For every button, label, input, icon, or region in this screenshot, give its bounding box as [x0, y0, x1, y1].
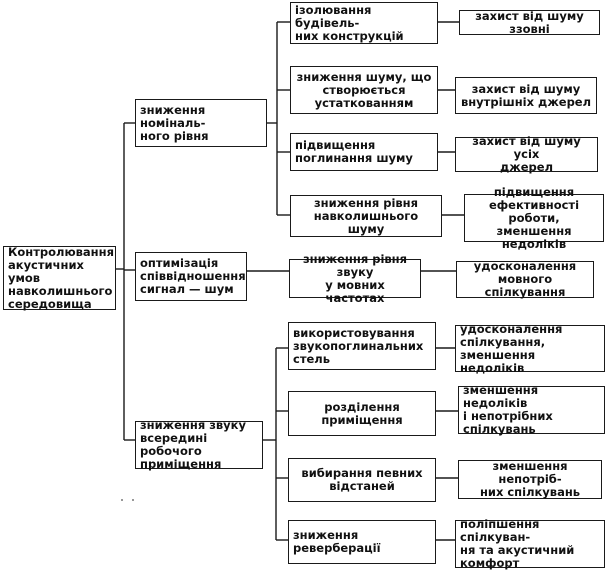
- result-node-label: зменшення непотріб- них спілкувань: [479, 459, 581, 499]
- result-node-label: захист від шуму усіх джерел: [472, 134, 581, 174]
- result-node-label: підвищення ефективності роботи, зменшенн…: [488, 184, 580, 251]
- root-node: Контролювання акустичних умов навколишнь…: [3, 244, 116, 311]
- method-node-label: зниження рівня навколишнього шуму: [313, 195, 419, 236]
- strategy-node: зниження номіналь- ного рівня: [135, 99, 267, 147]
- result-node: захист від шуму ззовні: [459, 8, 600, 36]
- result-node: підвищення ефективності роботи, зменшенн…: [464, 185, 604, 250]
- method-node-label: підвищення поглинання шуму: [295, 138, 413, 165]
- result-node-label: захист від шуму ззовні: [475, 8, 584, 36]
- method-node-label: зниження шуму, що створюється устаткован…: [296, 69, 432, 110]
- method-node: розділення приміщення: [288, 391, 436, 436]
- result-node-label: поліпшення спілкуван- ня та акустичний к…: [460, 517, 575, 570]
- method-node-label: зниження рівня звуку у мовних частотах: [303, 251, 407, 305]
- method-node: зниження реверберації: [288, 520, 436, 564]
- method-node-label: розділення приміщення: [321, 399, 403, 427]
- method-node: зниження рівня звуку у мовних частотах: [289, 252, 421, 304]
- method-node-label: використовування звукопоглинальних стель: [293, 325, 424, 366]
- result-node: зменшення недоліків і непотрібних спілку…: [458, 383, 605, 436]
- result-node: захист від шуму внутрішніх джерел: [455, 77, 597, 114]
- method-node: зниження шуму, що створюється устаткован…: [290, 66, 438, 114]
- method-node-label: ізолювання будівель- них конструкцій: [295, 2, 404, 43]
- result-node: удосконалення спілкування, зменшення нед…: [455, 321, 605, 375]
- result-node-label: зменшення недоліків і непотрібних спілку…: [463, 383, 553, 436]
- method-node-label: вибирання певних відстаней: [301, 466, 423, 493]
- result-node: поліпшення спілкуван- ня та акустичний к…: [455, 517, 605, 570]
- strategy-node-label: оптимізація співвідношення сигнал — шум: [140, 256, 246, 296]
- result-node-label: захист від шуму внутрішніх джерел: [460, 81, 592, 109]
- result-node: захист від шуму усіх джерел: [455, 134, 598, 174]
- strategy-node: оптимізація співвідношення сигнал — шум: [135, 252, 247, 301]
- result-node: зменшення непотріб- них спілкувань: [458, 460, 602, 499]
- method-node: використовування звукопоглинальних стель: [288, 322, 436, 370]
- scan-speck: [121, 499, 123, 501]
- method-node: ізолювання будівель- них конструкцій: [290, 2, 438, 44]
- scan-speck: [132, 499, 134, 501]
- method-node: вибирання певних відстаней: [288, 458, 436, 502]
- method-node: підвищення поглинання шуму: [290, 133, 438, 171]
- strategy-node-label: зниження звуку всередині робочого приміщ…: [140, 418, 246, 471]
- result-node-label: удосконалення спілкування, зменшення нед…: [460, 321, 563, 375]
- strategy-node: зниження звуку всередині робочого приміщ…: [135, 418, 263, 471]
- root-node-label: Контролювання акустичних умов навколишнь…: [8, 244, 114, 311]
- result-node: удосконалення мовного спілкування: [456, 259, 594, 299]
- strategy-node-label: зниження номіналь- ного рівня: [140, 102, 209, 143]
- method-node-label: зниження реверберації: [293, 528, 381, 555]
- method-node: зниження рівня навколишнього шуму: [290, 195, 442, 237]
- result-node-label: удосконалення мовного спілкування: [473, 259, 577, 299]
